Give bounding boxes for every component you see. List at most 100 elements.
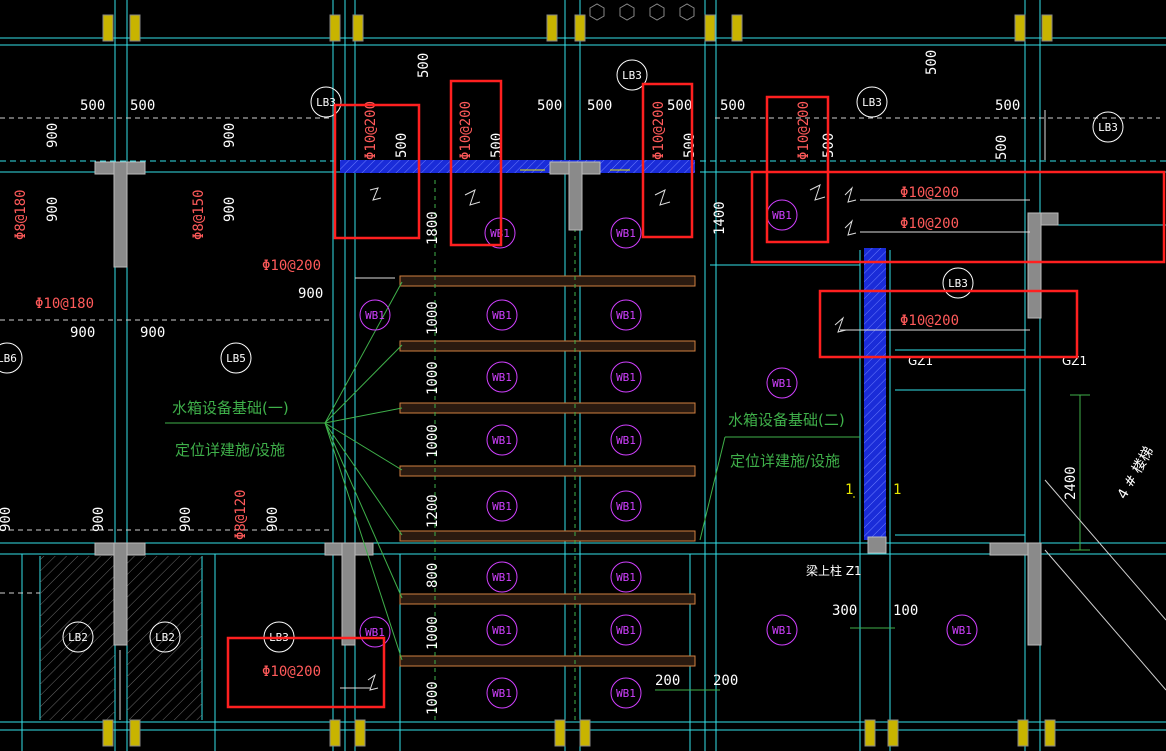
rebar-label: Φ10@200 [262, 258, 321, 274]
wb1-label: WB1 [492, 624, 512, 637]
section-marks [520, 169, 855, 498]
rebar-label-v: Φ10@200 [363, 101, 379, 160]
hatched-panel-right [127, 556, 202, 720]
dim-900-v: 900 [178, 507, 194, 532]
rebar-label-v: Φ8@180 [13, 189, 29, 240]
dashed-slab-lines [0, 117, 1160, 594]
tank-note-1-title: 水箱设备基础(一) [172, 399, 289, 417]
dim-900-v: 900 [45, 197, 61, 222]
rebar-label-v: Φ8@150 [191, 189, 207, 240]
rebar-lines [119, 110, 1046, 720]
lb3-circle [942, 267, 974, 299]
lb3-label: LB3 [622, 69, 642, 82]
dim-500: 500 [995, 98, 1020, 114]
wb1-label: WB1 [365, 626, 385, 639]
dim-2400-v: 2400 [1063, 466, 1079, 500]
dim-900-v: 900 [222, 123, 238, 148]
wb1-label: WB1 [616, 371, 636, 384]
wb1-circle [359, 299, 391, 331]
wb1-label: WB1 [492, 687, 512, 700]
lb6-circle [0, 342, 23, 374]
wb1-circle [486, 424, 518, 456]
dim-200: 200 [655, 673, 680, 689]
dim-300: 300 [832, 603, 857, 619]
highlight-box[interactable] [226, 636, 386, 709]
wb1-label: WB1 [616, 434, 636, 447]
highlight-box[interactable] [449, 79, 503, 247]
lb2-circle [62, 621, 94, 653]
rebar-label: Φ10@200 [262, 664, 321, 680]
highlight-box[interactable] [333, 103, 421, 240]
wb1-label: WB1 [616, 227, 636, 240]
lb6-label: LB6 [0, 352, 17, 365]
highlight-box[interactable] [818, 289, 1079, 359]
wb1-circle [486, 677, 518, 709]
wb1-label: WB1 [492, 500, 512, 513]
tank-note-1-sub: 定位详建施/设施 [175, 441, 285, 459]
blue-beam-top [340, 160, 695, 173]
hex-pattern [589, 3, 695, 21]
dim-1400-v: 1400 [712, 201, 728, 235]
wb1-label: WB1 [492, 371, 512, 384]
wb1-circle [486, 614, 518, 646]
lb3-circle [1092, 111, 1124, 143]
lb3-label: LB3 [862, 96, 882, 109]
wb1-label: WB1 [492, 571, 512, 584]
dim-500: 500 [587, 98, 612, 114]
lb3-circle [310, 86, 342, 118]
dim-100: 100 [893, 603, 918, 619]
lb5-label: LB5 [226, 352, 246, 365]
highlight-box[interactable] [750, 170, 1166, 264]
dim-1000-v: 1000 [425, 361, 441, 395]
wb1-circle [610, 217, 642, 249]
dim-900-v: 900 [91, 507, 107, 532]
rebar-label-v: Φ10@200 [651, 101, 667, 160]
section-mark: 1 [893, 482, 901, 498]
lb3-label: LB3 [1098, 121, 1118, 134]
wb1-circle [610, 614, 642, 646]
dim-500: 500 [667, 98, 692, 114]
wb1-label: WB1 [616, 687, 636, 700]
dim-1000-v: 1000 [425, 616, 441, 650]
wb1-label: WB1 [616, 571, 636, 584]
dim-500-v: 500 [489, 133, 505, 158]
lb3-label: LB3 [316, 96, 336, 109]
dim-800-v: 800 [425, 563, 441, 588]
wb1-circle [486, 561, 518, 593]
leader-lines [165, 281, 1090, 691]
highlight-box[interactable] [641, 82, 694, 239]
dim-1000-v: 1000 [425, 681, 441, 715]
slab-strips [399, 275, 696, 667]
dim-500-v: 500 [682, 133, 698, 158]
dim-900-v: 900 [45, 123, 61, 148]
highlight-box[interactable] [765, 95, 830, 244]
dim-500-v: 500 [994, 135, 1010, 160]
tank-note-2-title: 水箱设备基础(二) [728, 411, 845, 429]
rebar-label-v: Φ10@200 [458, 101, 474, 160]
dim-500: 500 [537, 98, 562, 114]
wb1-circle [766, 614, 798, 646]
dim-500-v: 500 [416, 53, 432, 78]
dim-900-v: 900 [0, 507, 14, 532]
wb1-circle [359, 616, 391, 648]
rebar-label: Φ10@200 [900, 313, 959, 329]
green-dashed-lines [434, 180, 576, 720]
wb1-circle [610, 299, 642, 331]
dim-1200-v: 1200 [425, 494, 441, 528]
rebar-label-v: Φ10@200 [796, 101, 812, 160]
wb1-label: WB1 [492, 434, 512, 447]
wb1-circle [946, 614, 978, 646]
dim-1000-v: 1000 [425, 301, 441, 335]
highlight-boxes [226, 79, 1166, 709]
wb1-label: WB1 [616, 309, 636, 322]
dim-900-v: 900 [265, 507, 281, 532]
wb1-circle [610, 361, 642, 393]
dim-900: 900 [70, 325, 95, 341]
dim-500: 500 [80, 98, 105, 114]
wb1-circle [610, 677, 642, 709]
wb1-label: WB1 [616, 500, 636, 513]
wb1-circle [486, 299, 518, 331]
wb1-label: WB1 [616, 624, 636, 637]
